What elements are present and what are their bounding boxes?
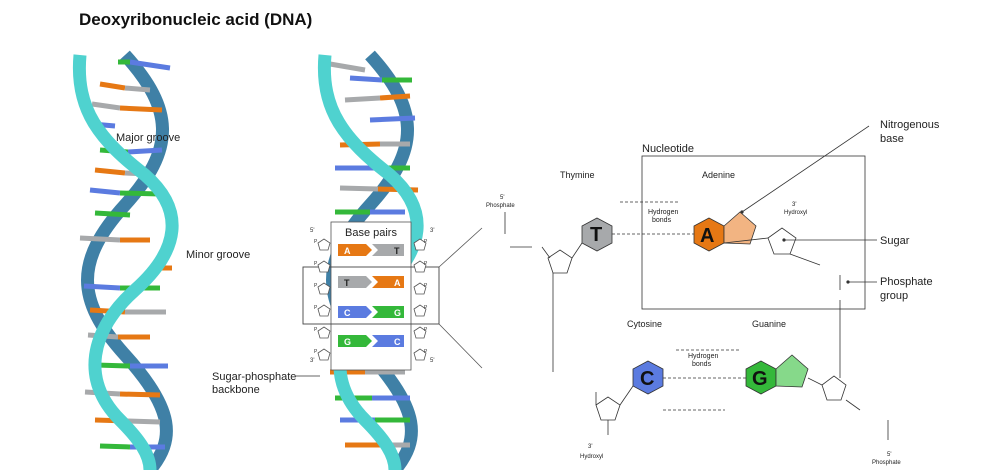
nitrogenous-base-label: base (880, 133, 904, 145)
base-letter: A (394, 278, 401, 288)
p-label: P (314, 349, 318, 355)
major-groove-label: Major groove (116, 132, 180, 144)
hydrogen-bonds-label: Hydrogen (688, 353, 718, 360)
five-prime-bottom: 5' (430, 358, 434, 364)
hydrogen-bonds-label: bonds (692, 361, 712, 368)
thymine-label: Thymine (560, 170, 595, 180)
hydrogen-bonds-label: Hydrogen (648, 209, 678, 216)
minor-groove-label: Minor groove (186, 249, 250, 261)
three-prime-top: 3' (430, 228, 434, 234)
five-prime-label: 5' (887, 452, 891, 458)
p-label: P (314, 283, 318, 289)
magnify-box (302, 266, 440, 325)
p-label: P (314, 327, 318, 333)
base-letter: G (344, 337, 351, 347)
five-prime-label: 5' (500, 195, 504, 201)
nitrogenous-base-leader (741, 125, 870, 213)
five-prime-top: 5' (310, 228, 314, 234)
chemistry-labels: Nucleotide Thymine Adenine Cytosine Guan… (486, 143, 901, 466)
p-label: P (424, 349, 428, 355)
nucleotide-label: Nucleotide (642, 143, 694, 155)
sugar-label: Sugar (880, 235, 910, 247)
three-prime-label: 3' (588, 444, 592, 450)
adenine-letter: A (700, 225, 714, 247)
base-letter: T (344, 278, 350, 288)
base-pair-ta: T A (338, 276, 404, 288)
p-label: P (424, 283, 428, 289)
p-label: P (424, 239, 428, 245)
p-label: P (314, 261, 318, 267)
cytosine-letter: C (640, 368, 654, 390)
three-prime-bottom: 3' (310, 358, 314, 364)
base-pair-cg: C G (338, 306, 404, 318)
p-label: P (424, 327, 428, 333)
page-title: Deoxyribonucleic acid (DNA) (79, 10, 313, 29)
phosphate-group-label: Phosphate (880, 276, 933, 288)
phosphate-label: Phosphate (486, 203, 515, 209)
base-pair-at: A T (338, 244, 404, 256)
thymine-letter: T (590, 224, 602, 246)
cytosine-label: Cytosine (627, 319, 662, 329)
callout-labels: Nitrogenous base Sugar Phosphate group (880, 119, 940, 302)
backbone-label-line1: Sugar-phosphate (212, 371, 296, 383)
three-prime-label: 3' (792, 202, 796, 208)
guanine-label: Guanine (752, 319, 786, 329)
base-letter: C (344, 308, 351, 318)
p-label: P (424, 305, 428, 311)
middle-helix: Base pairs 5' 3' 3' 5' P P P P (212, 50, 483, 470)
left-helix: Major groove Minor groove (72, 50, 250, 470)
base-pairs-label: Base pairs (345, 227, 397, 239)
base-pair-gc: G C (338, 335, 404, 347)
backbone-label-line2: backbone (212, 384, 260, 396)
guanine-letter: G (752, 368, 768, 390)
base-letter: A (344, 246, 351, 256)
chemical-structure (504, 125, 889, 440)
phosphate-group-label: group (880, 290, 908, 302)
p-label: P (424, 261, 428, 267)
nucleotide-box (641, 155, 866, 310)
hydroxyl-label: Hydroxyl (784, 210, 807, 216)
base-letter: G (394, 308, 401, 318)
p-label: P (314, 305, 318, 311)
p-label: P (314, 239, 318, 245)
hydrogen-bonds-label: bonds (652, 217, 672, 224)
base-letter: C (394, 337, 401, 347)
phosphate-label: Phosphate (872, 460, 901, 466)
nitrogenous-base-label: Nitrogenous (880, 119, 940, 131)
hydroxyl-label: Hydroxyl (580, 454, 603, 460)
base-letter: T (394, 246, 400, 256)
adenine-label: Adenine (702, 170, 735, 180)
